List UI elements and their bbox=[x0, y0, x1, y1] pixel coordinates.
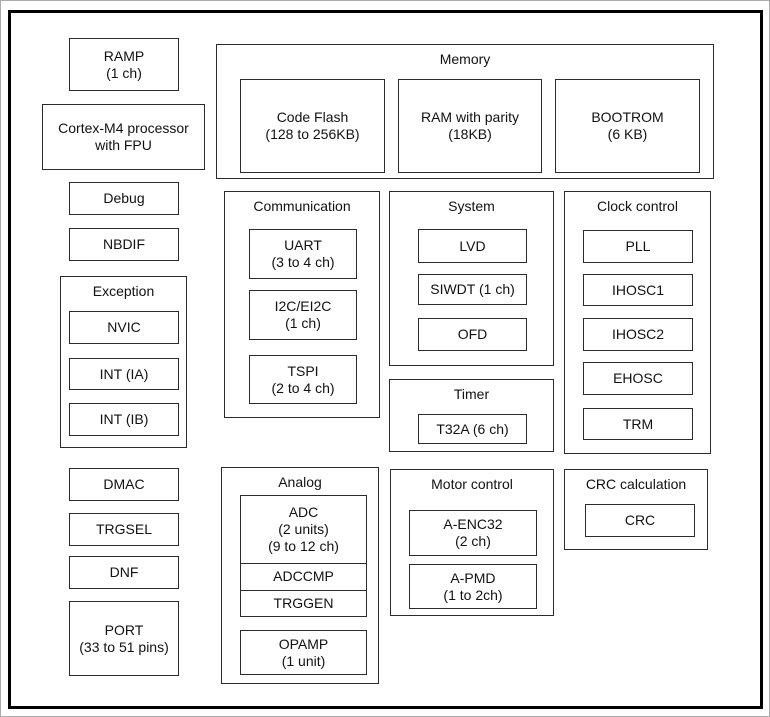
group-title-communication: Communication bbox=[253, 198, 351, 214]
block-ram-with-parity: RAM with parity (18KB) bbox=[398, 79, 542, 173]
group-title-timer: Timer bbox=[453, 386, 490, 402]
block-a-enc32: A-ENC32 (2 ch) bbox=[409, 510, 537, 556]
block-debug: Debug bbox=[69, 182, 179, 215]
block-adc-stack: ADC (2 units) (9 to 12 ch) ADCCMP TRGGEN bbox=[240, 495, 367, 617]
block-trggen: TRGGEN bbox=[241, 589, 366, 617]
block-nvic: NVIC bbox=[69, 311, 179, 344]
group-analog: Analog ADC (2 units) (9 to 12 ch) ADCCMP… bbox=[221, 467, 379, 684]
block-lvd: LVD bbox=[418, 229, 527, 263]
block-port: PORT (33 to 51 pins) bbox=[69, 601, 179, 676]
group-memory: Memory Code Flash (128 to 256KB) RAM wit… bbox=[216, 44, 714, 179]
block-dmac: DMAC bbox=[69, 468, 179, 501]
block-trgsel: TRGSEL bbox=[69, 513, 179, 546]
block-ihosc2: IHOSC2 bbox=[583, 318, 693, 351]
block-pll: PLL bbox=[583, 230, 693, 263]
block-adc: ADC (2 units) (9 to 12 ch) bbox=[268, 504, 339, 554]
group-title-memory: Memory bbox=[439, 51, 491, 67]
block-nbdif: NBDIF bbox=[69, 228, 179, 261]
block-i2c-ei2c: I2C/EI2C (1 ch) bbox=[249, 290, 357, 340]
group-timer: Timer T32A (6 ch) bbox=[389, 379, 554, 452]
block-int-ib: INT (IB) bbox=[69, 403, 179, 436]
block-int-ia: INT (IA) bbox=[69, 358, 179, 390]
block-ramp: RAMP (1 ch) bbox=[69, 38, 179, 91]
block-tspi: TSPI (2 to 4 ch) bbox=[249, 355, 357, 404]
block-crc: CRC bbox=[585, 504, 695, 537]
block-bootrom: BOOTROM (6 KB) bbox=[555, 79, 700, 173]
group-title-system: System bbox=[448, 198, 495, 214]
group-communication: Communication UART (3 to 4 ch) I2C/EI2C … bbox=[224, 191, 380, 418]
block-adccmp: ADCCMP bbox=[241, 563, 366, 590]
block-ehosc: EHOSC bbox=[583, 362, 693, 395]
group-title-exception: Exception bbox=[92, 283, 155, 299]
group-title-motor-control: Motor control bbox=[431, 476, 513, 492]
block-ihosc1: IHOSC1 bbox=[583, 274, 693, 306]
block-dnf: DNF bbox=[69, 556, 179, 589]
group-motor-control: Motor control A-ENC32 (2 ch) A-PMD (1 to… bbox=[390, 469, 554, 616]
group-system: System LVD SIWDT (1 ch) OFD bbox=[389, 191, 554, 366]
group-clock-control: Clock control PLL IHOSC1 IHOSC2 EHOSC TR… bbox=[564, 191, 711, 454]
block-uart: UART (3 to 4 ch) bbox=[249, 229, 357, 279]
group-crc-calculation: CRC calculation CRC bbox=[564, 469, 708, 550]
block-cortex-m4-processor: Cortex-M4 processor with FPU bbox=[42, 104, 205, 170]
diagram-frame bbox=[8, 10, 763, 709]
block-siwdt: SIWDT (1 ch) bbox=[418, 274, 527, 305]
block-a-pmd: A-PMD (1 to 2ch) bbox=[409, 564, 537, 609]
group-title-analog: Analog bbox=[278, 474, 322, 490]
group-title-crc-calculation: CRC calculation bbox=[585, 476, 687, 492]
block-opamp: OPAMP (1 unit) bbox=[240, 630, 367, 675]
block-ofd: OFD bbox=[418, 318, 527, 351]
group-exception: Exception NVIC INT (IA) INT (IB) bbox=[60, 276, 187, 448]
block-trm: TRM bbox=[583, 408, 693, 440]
block-t32a: T32A (6 ch) bbox=[418, 414, 527, 444]
block-code-flash: Code Flash (128 to 256KB) bbox=[240, 79, 385, 173]
group-title-clock-control: Clock control bbox=[597, 198, 678, 214]
